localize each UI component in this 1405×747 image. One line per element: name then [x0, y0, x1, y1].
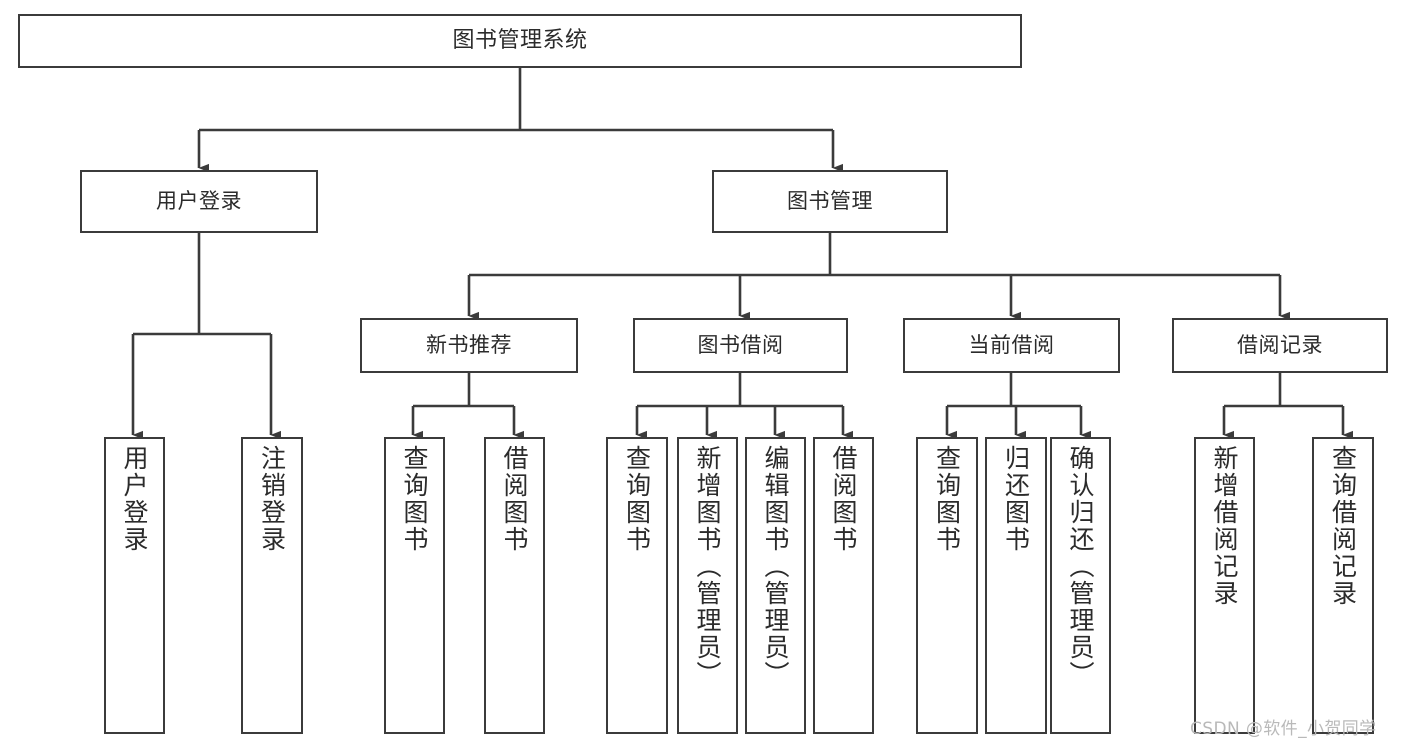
node-label: 当前借阅	[968, 332, 1055, 357]
watermark: CSDN @软件_小贺同学	[1190, 719, 1377, 739]
node-label: 查询图书	[400, 445, 429, 553]
node-label: 图书管理系统	[452, 27, 588, 53]
node-label: 新书推荐	[426, 332, 512, 357]
node-label: 注销登录	[257, 445, 287, 553]
node-root-system[interactable]: 图书管理系统	[18, 14, 1022, 68]
node-label: 用户登录	[156, 188, 242, 213]
node-label: 图书借阅	[697, 332, 784, 357]
node-label: 新增借阅记录	[1210, 445, 1239, 607]
node-label: 用户登录	[120, 445, 149, 553]
leaf-new-book-borrow[interactable]: 借阅图书	[484, 437, 545, 734]
leaf-user-login-logout[interactable]: 注销登录	[241, 437, 303, 734]
node-label: 编辑图书（管理员）	[761, 445, 790, 688]
leaf-new-book-query[interactable]: 查询图书	[384, 437, 445, 734]
node-label: 借阅记录	[1237, 332, 1323, 357]
node-label: 借阅图书	[500, 445, 529, 553]
leaf-book-borrow-add[interactable]: 新增图书（管理员）	[677, 437, 738, 734]
node-current-borrow[interactable]: 当前借阅	[903, 318, 1120, 373]
leaf-book-borrow-query[interactable]: 查询图书	[606, 437, 668, 734]
node-book-management[interactable]: 图书管理	[712, 170, 948, 233]
leaf-book-borrow-edit[interactable]: 编辑图书（管理员）	[745, 437, 806, 734]
node-book-borrow[interactable]: 图书借阅	[633, 318, 848, 373]
leaf-book-borrow-borrow[interactable]: 借阅图书	[813, 437, 874, 734]
node-label: 查询图书	[932, 445, 962, 553]
node-label: 归还图书	[1001, 445, 1031, 553]
node-label: 查询图书	[622, 445, 652, 553]
node-user-login[interactable]: 用户登录	[80, 170, 318, 233]
leaf-current-borrow-query[interactable]: 查询图书	[916, 437, 978, 734]
leaf-borrow-record-add[interactable]: 新增借阅记录	[1194, 437, 1255, 734]
node-new-book-recommend[interactable]: 新书推荐	[360, 318, 578, 373]
node-label: 确认归还（管理员）	[1066, 445, 1095, 688]
leaf-current-borrow-confirm-return[interactable]: 确认归还（管理员）	[1050, 437, 1111, 734]
node-label: 新增图书（管理员）	[693, 445, 722, 688]
node-label: 借阅图书	[829, 445, 858, 553]
node-label: 查询借阅记录	[1328, 445, 1358, 607]
node-borrow-record[interactable]: 借阅记录	[1172, 318, 1388, 373]
leaf-current-borrow-return[interactable]: 归还图书	[985, 437, 1047, 734]
node-label: 图书管理	[787, 188, 873, 213]
leaf-borrow-record-query[interactable]: 查询借阅记录	[1312, 437, 1374, 734]
leaf-user-login-login[interactable]: 用户登录	[104, 437, 165, 734]
